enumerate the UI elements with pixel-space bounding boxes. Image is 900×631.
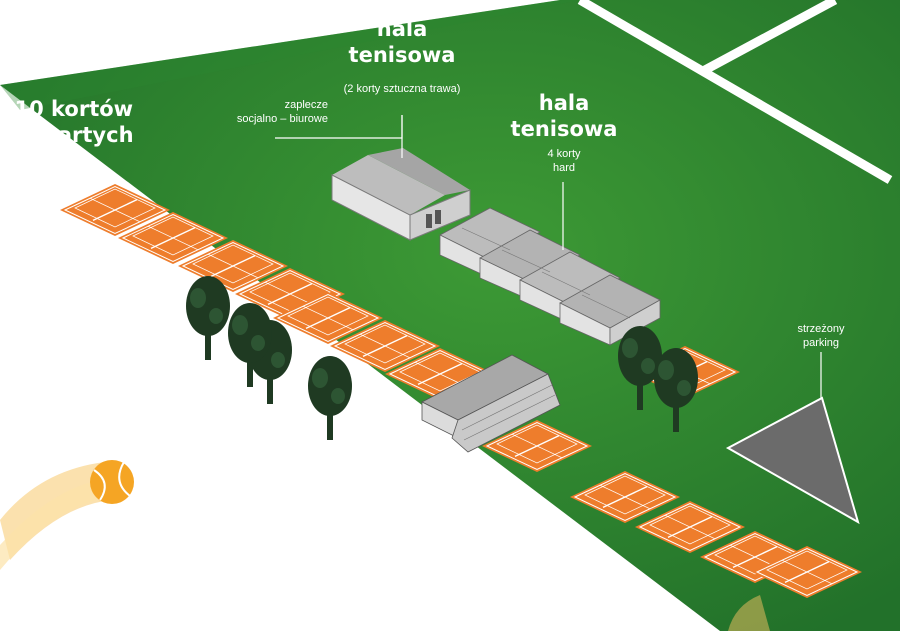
parking-area xyxy=(725,396,860,525)
facilities-label-line2: socjalno – biurowe xyxy=(236,113,328,125)
hard-hall-subtitle-line1: 4 korty xyxy=(547,148,581,160)
outdoor-courts-label: 10 kortów otwartych xyxy=(14,96,134,148)
ball-trail-hint xyxy=(728,595,770,631)
hard-hall-subtitle-line2: hard xyxy=(552,162,576,174)
tree-icon xyxy=(186,276,230,360)
facilities-label: zaplecze socjalno – biurowe xyxy=(208,98,328,126)
hard-hall-title: hala tenisowa xyxy=(504,90,624,142)
grass-hall-title-line1: hala xyxy=(376,17,428,41)
grass-hall-subtitle: (2 korty sztuczna trawa) xyxy=(343,83,461,95)
facilities-label-line1: zaplecze xyxy=(284,99,328,111)
parking-label-line2: parking xyxy=(802,337,840,349)
outdoor-courts-label-line1: 10 kortów xyxy=(14,97,134,121)
field-line xyxy=(702,0,838,74)
stand-building xyxy=(421,354,561,453)
parking-label: strzeżony parking xyxy=(776,322,866,350)
field-line xyxy=(577,0,893,184)
outdoor-courts-label-line2: otwartych xyxy=(14,123,134,147)
hard-hall-title-line2: tenisowa xyxy=(510,117,618,141)
tennis-ball-group xyxy=(0,460,134,570)
facilities-building xyxy=(331,148,471,241)
tennis-hall-hard xyxy=(439,207,661,346)
tree-icon xyxy=(308,356,352,440)
grass-hall-title: hala tenisowa xyxy=(342,16,462,68)
tennis-ball-icon xyxy=(90,460,134,504)
parking-label-line1: strzeżony xyxy=(797,323,845,335)
grass-hall-title-line2: tenisowa xyxy=(348,43,456,67)
hard-hall-title-line1: hala xyxy=(538,91,590,115)
hard-hall-subtitle: 4 korty hard xyxy=(524,147,604,175)
